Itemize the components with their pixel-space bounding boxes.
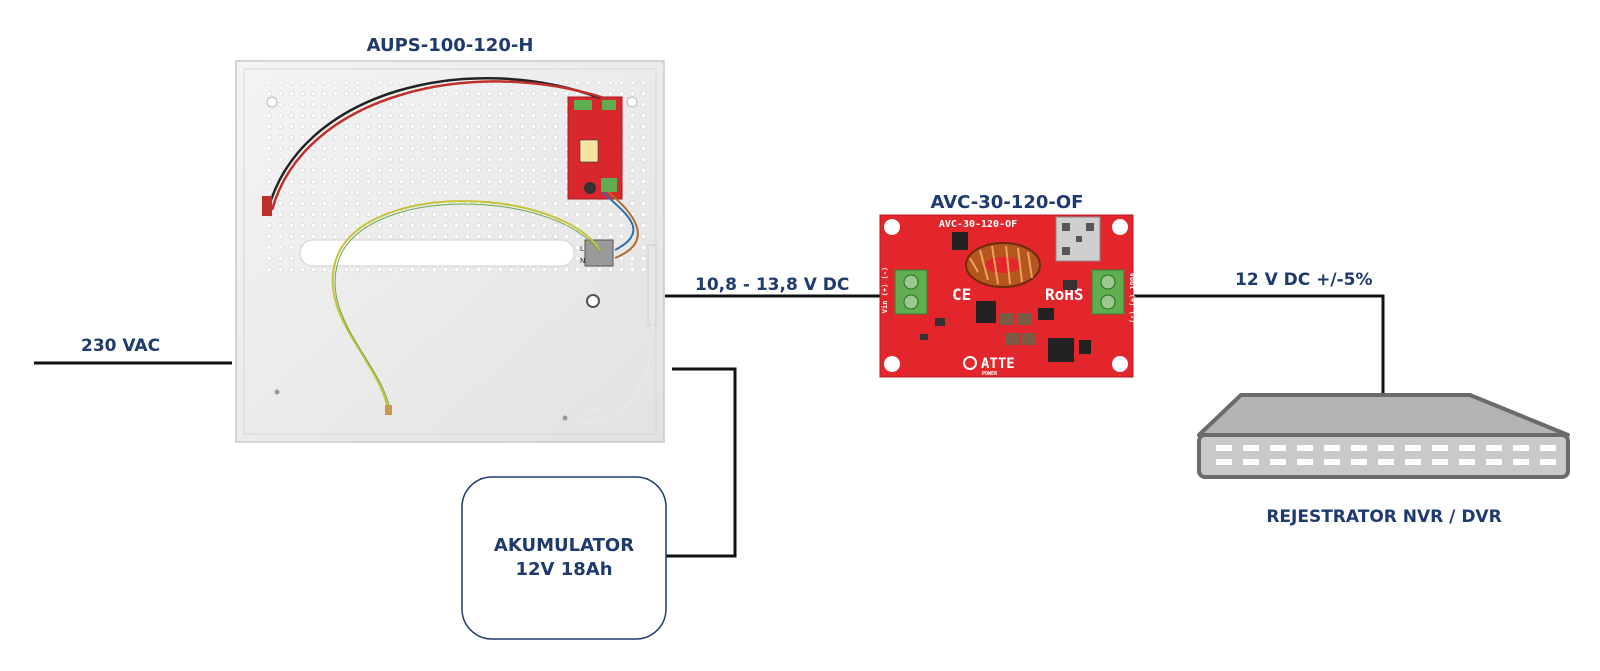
recorder-icon	[1197, 393, 1570, 479]
brand-logo: ATTE	[981, 356, 1015, 372]
dc-output-wire	[1134, 294, 1385, 394]
battery-lead-black	[266, 76, 601, 211]
ac-input-label: 230 VAC	[81, 336, 160, 356]
ce-mark: CE	[952, 285, 971, 304]
toroidal-inductor	[965, 242, 1041, 288]
psu-enclosure: L N	[235, 60, 665, 443]
terminal-l-label: L	[580, 245, 584, 253]
mains-terminal-block: L N	[580, 239, 614, 267]
mounting-hole	[884, 356, 900, 372]
vout-silkscreen: Vout (+) (-)	[1128, 273, 1136, 324]
battery-label-line2: 12V 18Ah	[515, 559, 612, 580]
mosfet	[976, 301, 996, 323]
psu-title: AUPS-100-120-H	[367, 35, 534, 56]
battery-wire	[666, 367, 737, 558]
pcb-silkscreen-model: AVC-30-120-OF	[939, 219, 1017, 230]
cable-slot	[299, 239, 575, 267]
tamper-switch	[586, 294, 600, 308]
mounting-hole	[1112, 219, 1128, 235]
terminal-n-label: N	[580, 257, 585, 265]
capacitor	[952, 232, 968, 250]
brand-logo-sub: POWER	[982, 371, 998, 377]
dc-output-label: 12 V DC +/-5%	[1235, 270, 1373, 290]
battery-box	[461, 476, 667, 640]
dc-input-label: 10,8 - 13,8 V DC	[695, 275, 849, 295]
battery-lead-red	[270, 80, 605, 211]
converter-board: AVC-30-120-OF Vin (+) (-) Vout (+) (-) C…	[879, 214, 1136, 378]
output-inductor	[1048, 338, 1074, 362]
vout-terminal: Vout (+) (-)	[1091, 269, 1136, 324]
recorder-label: REJESTRATOR NVR / DVR	[1266, 507, 1501, 527]
mounting-hole	[884, 219, 900, 235]
recorder-vents	[1216, 445, 1556, 465]
vin-silkscreen: Vin (+) (-)	[881, 267, 889, 313]
converter-title: AVC-30-120-OF	[931, 192, 1084, 213]
battery-label-line1: AKUMULATOR	[494, 535, 634, 556]
ground-wire	[331, 200, 601, 411]
mounting-hole	[1112, 356, 1128, 372]
vin-terminal: Vin (+) (-)	[881, 267, 928, 315]
psu-board	[567, 96, 623, 200]
